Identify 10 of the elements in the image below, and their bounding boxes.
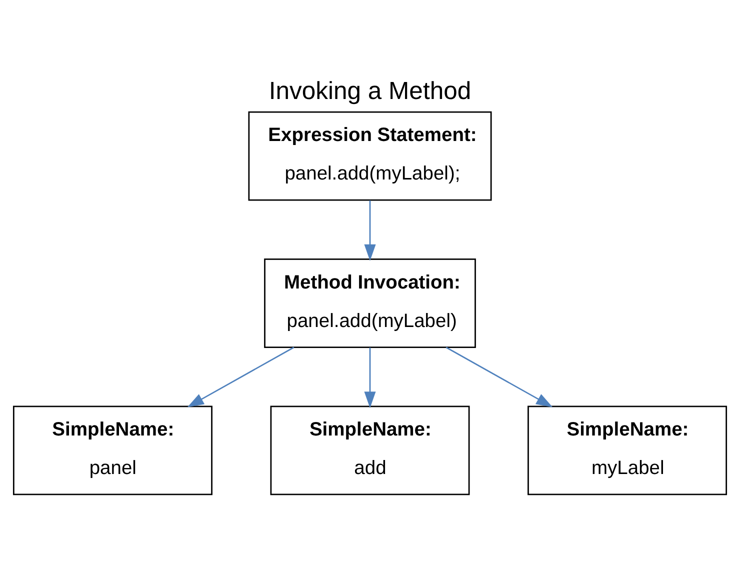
arrow (187, 346, 294, 407)
arrow (364, 347, 376, 408)
arrow (446, 346, 553, 407)
node-box: Expression Statement: panel.add(myLabel); (248, 110, 492, 200)
arrow (364, 200, 376, 260)
node-box: Method Invocation: panel.add(myLabel) (264, 258, 476, 348)
node-box: SimpleName: add (270, 405, 470, 495)
node-box: SimpleName: myLabel (528, 405, 728, 495)
node-box: SimpleName: panel (12, 405, 212, 495)
diagram-title: Invoking a Method (268, 77, 472, 104)
